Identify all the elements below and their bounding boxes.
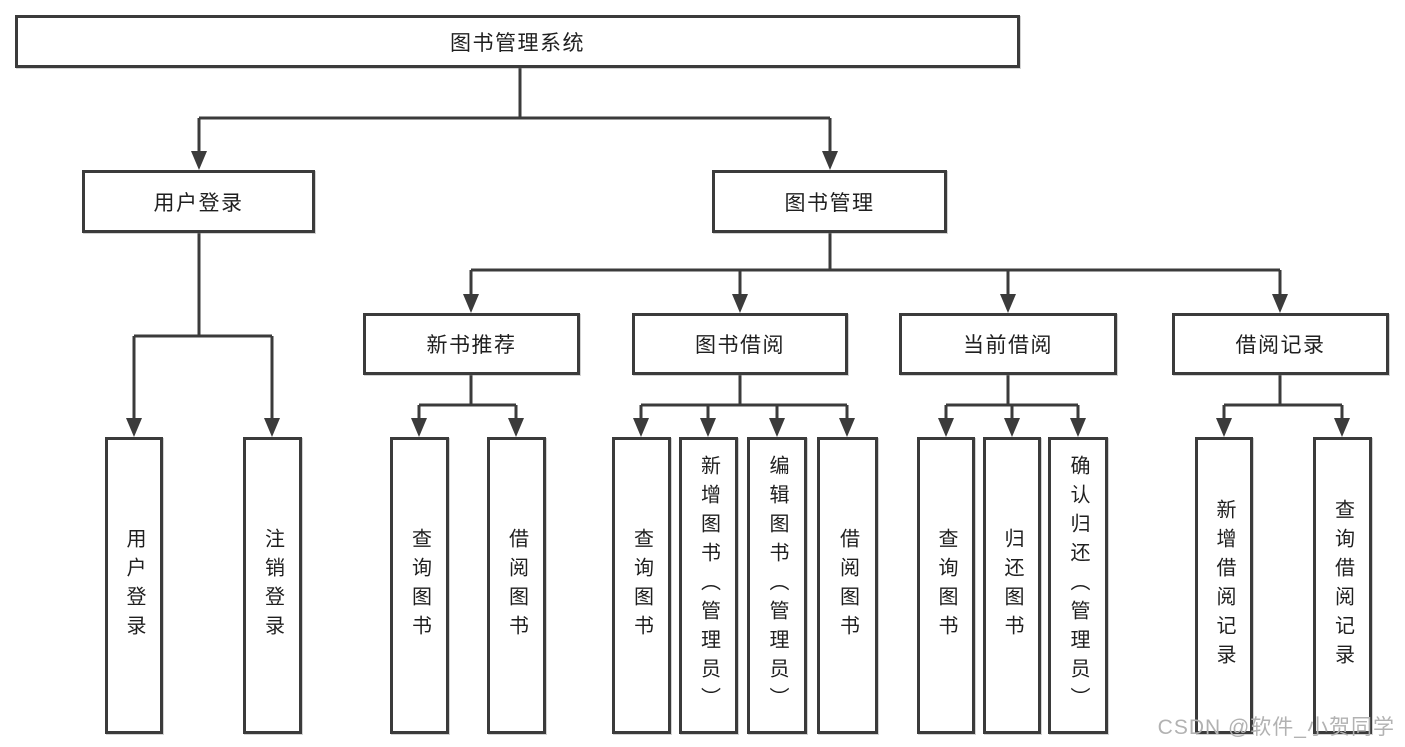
node-current-borrowing: 当前借阅 [899,313,1117,375]
leaf-borrow-books-borrowing: 借阅图书 [817,437,878,734]
leaf-logout: 注销登录 [243,437,302,734]
leaf-query-books-recommend: 查询图书 [390,437,449,734]
leaf-add-borrow-record: 新增借阅记录 [1195,437,1253,734]
csdn-watermark: CSDN @软件_小贺同学 [1157,716,1395,739]
leaf-query-books-borrowing: 查询图书 [612,437,671,734]
leaf-edit-book-admin: 编辑图书（管理员） [747,437,807,734]
leaf-borrow-books-recommend: 借阅图书 [487,437,546,734]
leaf-return-book: 归还图书 [983,437,1041,734]
leaf-query-borrow-record: 查询借阅记录 [1313,437,1372,734]
leaf-confirm-return-admin: 确认归还（管理员） [1048,437,1108,734]
node-book-management: 图书管理 [712,170,947,233]
node-library-management-system: 图书管理系统 [15,15,1020,68]
node-book-borrowing: 图书借阅 [632,313,848,375]
arrowheads [126,151,1350,437]
node-user-login: 用户登录 [82,170,315,233]
node-borrowing-records: 借阅记录 [1172,313,1389,375]
leaf-user-login: 用户登录 [105,437,163,734]
leaf-add-book-admin: 新增图书（管理员） [679,437,738,734]
leaf-query-books-current: 查询图书 [917,437,975,734]
node-new-book-recommendation: 新书推荐 [363,313,580,375]
